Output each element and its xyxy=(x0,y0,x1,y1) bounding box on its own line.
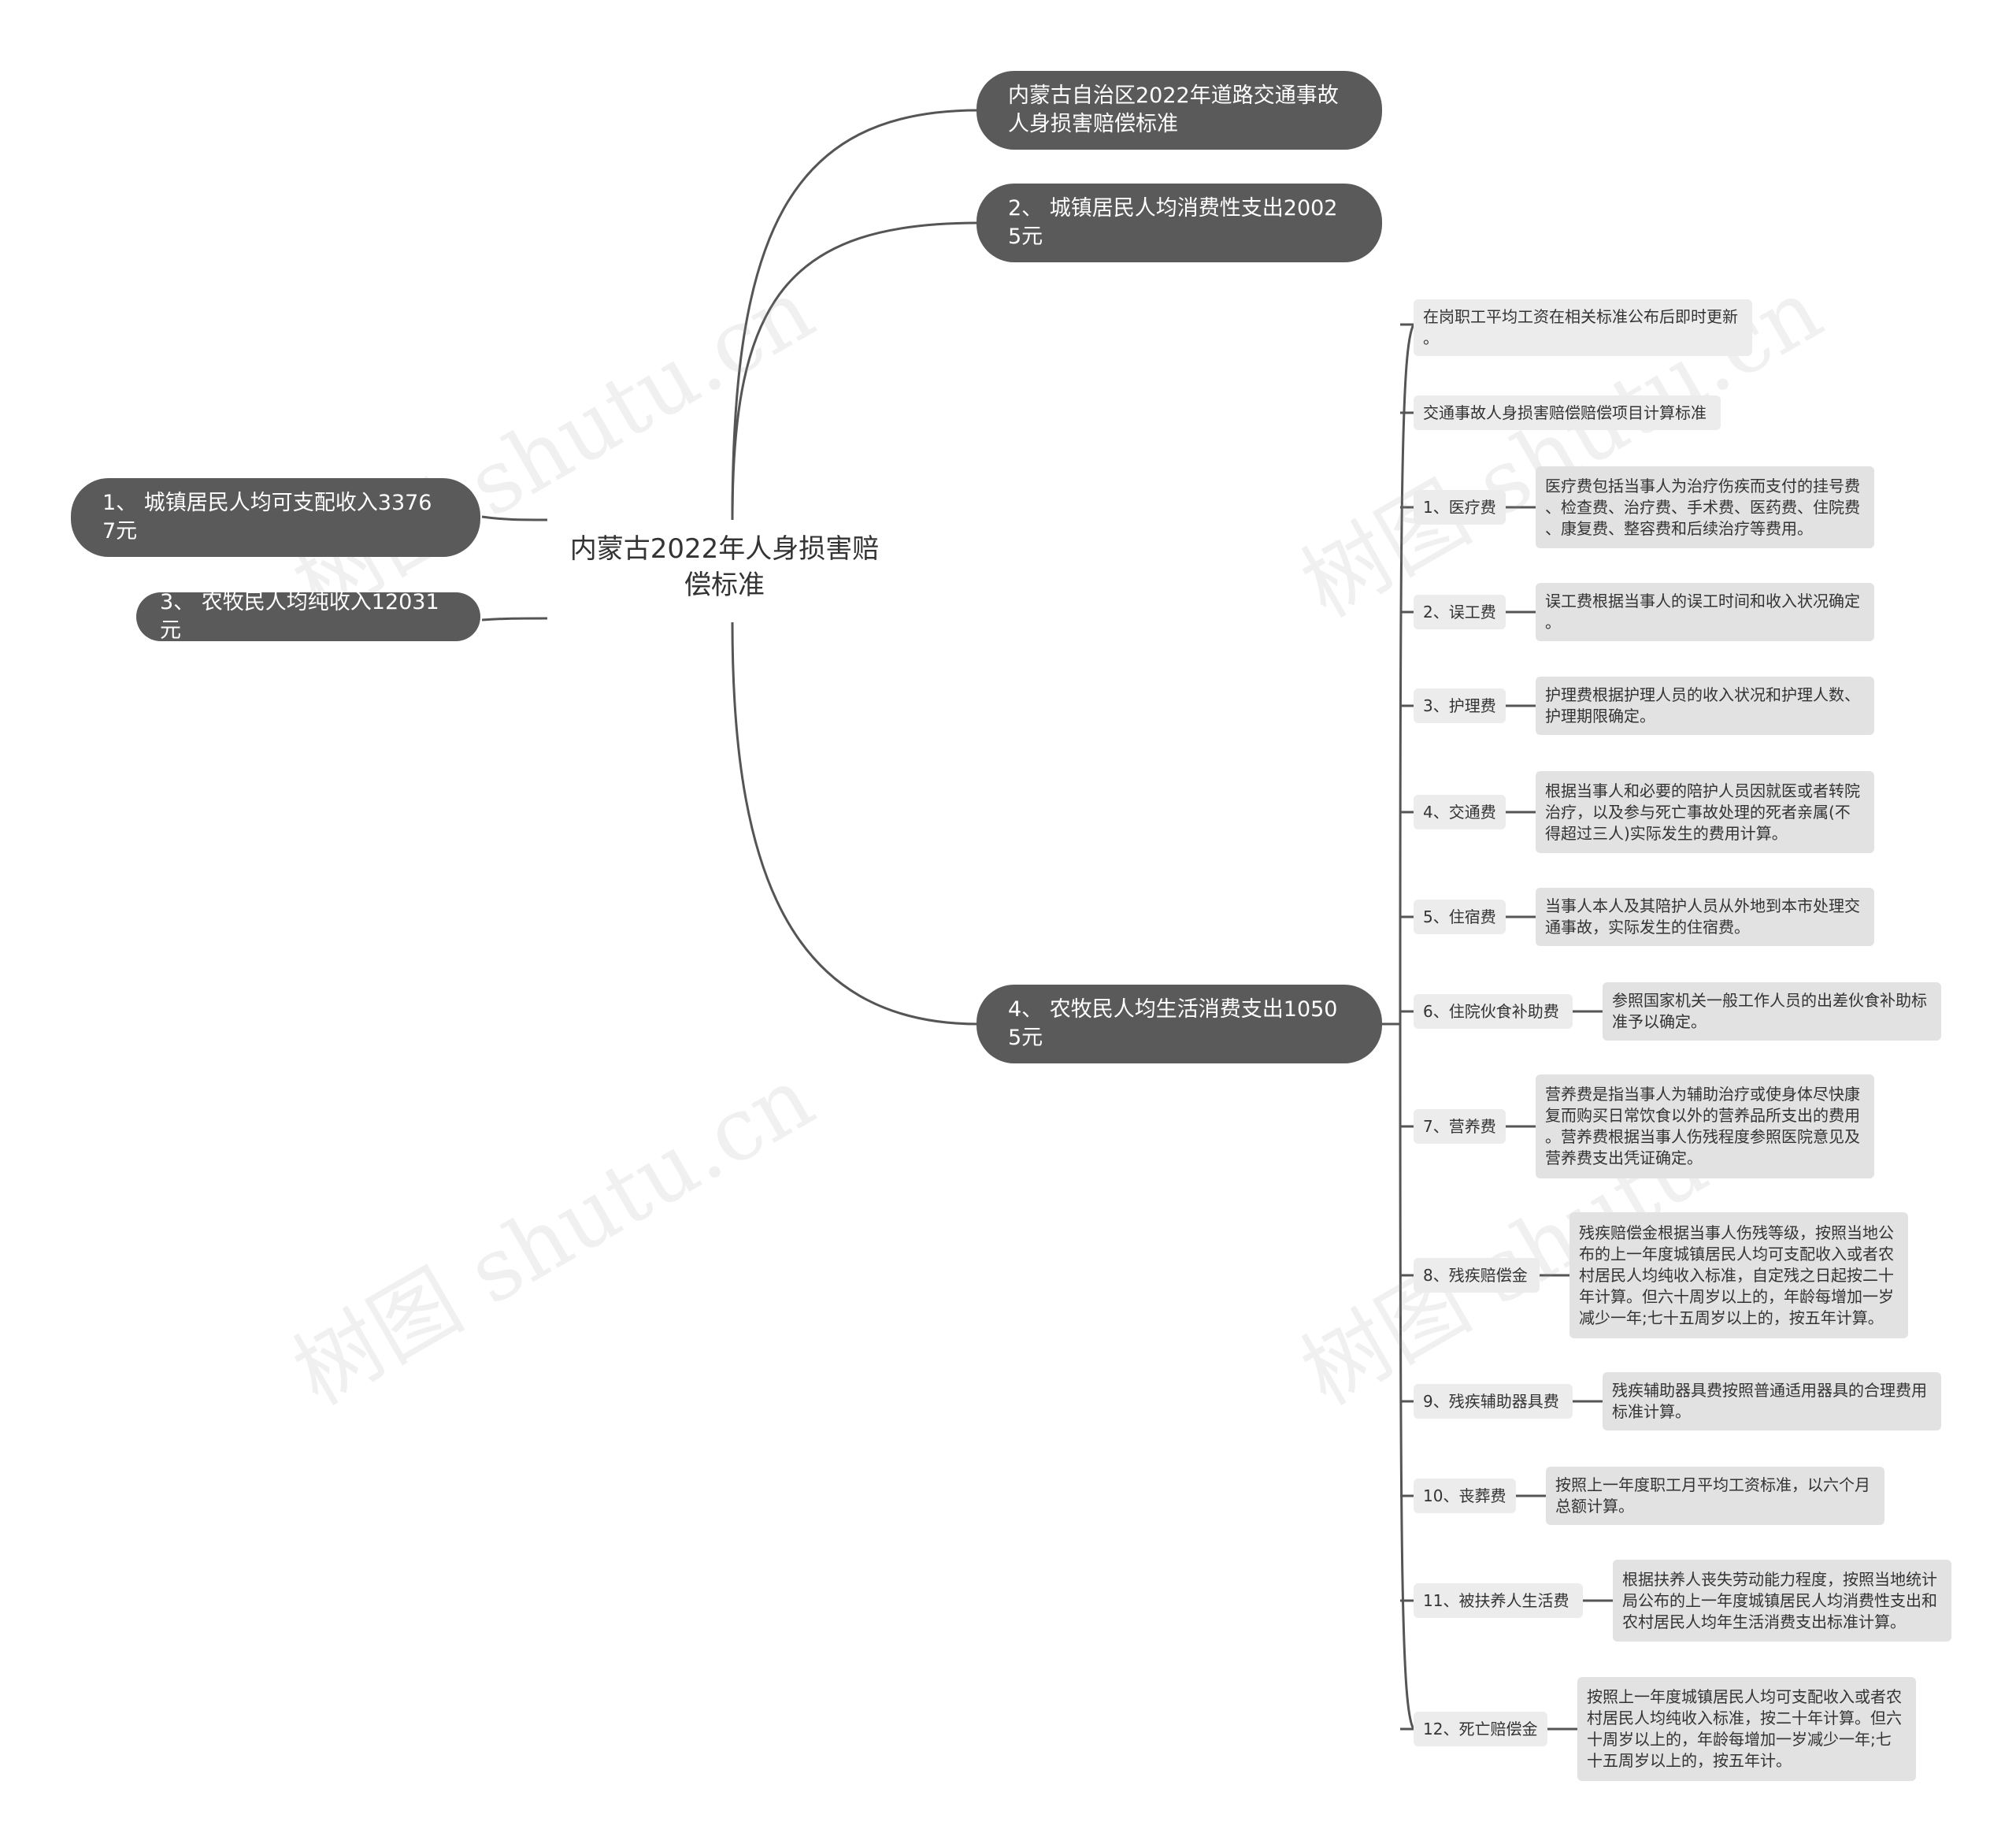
branch-node-rural-income[interactable]: 3、 农牧民人均纯收入12031元 xyxy=(136,590,480,643)
note-label: 在岗职工平均工资在相关标准公布后即时更新 。 xyxy=(1423,307,1738,347)
note-salary-update[interactable]: 在岗职工平均工资在相关标准公布后即时更新 。 xyxy=(1414,299,1752,356)
item-desc-transport: 根据当事人和必要的陪护人员因就医或者转院 治疗，以及参与死亡事故处理的死者亲属(… xyxy=(1536,771,1874,853)
item-label-text: 6、住院伙食补助费 xyxy=(1423,1001,1559,1021)
item-label-text: 7、营养费 xyxy=(1423,1116,1496,1136)
branch-node-urban-consumption[interactable]: 2、 城镇居民人均消费性支出2002 5元 xyxy=(976,184,1382,262)
branch-node-urban-income[interactable]: 1、 城镇居民人均可支配收入3376 7元 xyxy=(71,478,480,557)
item-label-funeral[interactable]: 10、丧葬费 xyxy=(1414,1479,1516,1513)
item-label-lodging[interactable]: 5、住宿费 xyxy=(1414,900,1506,934)
item-label-text: 3、护理费 xyxy=(1423,696,1496,715)
item-desc-lodging: 当事人本人及其陪护人员从外地到本市处理交 通事故，实际发生的住宿费。 xyxy=(1536,888,1874,946)
item-desc-nutrition: 营养费是指当事人为辅助治疗或使身体尽快康 复而购买日常饮食以外的营养品所支出的费… xyxy=(1536,1074,1874,1178)
central-topic-label: 内蒙古2022年人身损害赔 偿标准 xyxy=(569,533,880,601)
item-desc-text: 根据当事人和必要的陪护人员因就医或者转院 治疗，以及参与死亡事故处理的死者亲属(… xyxy=(1545,781,1860,843)
item-desc-nursing: 护理费根据护理人员的收入状况和护理人数、 护理期限确定。 xyxy=(1536,677,1874,735)
item-desc-text: 根据扶养人丧失劳动能力程度，按照当地统计 局公布的上一年度城镇居民人均消费性支出… xyxy=(1622,1569,1937,1631)
branch-node-label: 1、 城镇居民人均可支配收入3376 7元 xyxy=(102,491,432,544)
item-desc-disability-compensation: 残疾赔偿金根据当事人伤残等级，按照当地公 布的上一年度城镇居民人均可支配收入或者… xyxy=(1569,1212,1908,1338)
item-label-transport[interactable]: 4、交通费 xyxy=(1414,795,1506,829)
item-desc-text: 残疾赔偿金根据当事人伤残等级，按照当地公 布的上一年度城镇居民人均可支配收入或者… xyxy=(1579,1223,1894,1327)
item-desc-text: 营养费是指当事人为辅助治疗或使身体尽快康 复而购买日常饮食以外的营养品所支出的费… xyxy=(1545,1085,1860,1167)
item-desc-dependent-living: 根据扶养人丧失劳动能力程度，按照当地统计 局公布的上一年度城镇居民人均消费性支出… xyxy=(1613,1560,1951,1642)
item-label-text: 11、被扶养人生活费 xyxy=(1423,1590,1569,1610)
item-label-medical[interactable]: 1、医疗费 xyxy=(1414,490,1506,525)
item-label-text: 1、医疗费 xyxy=(1423,497,1496,517)
branch-node-label: 3、 农牧民人均纯收入12031元 xyxy=(160,590,439,643)
item-desc-assistive-devices: 残疾辅助器具费按照普通适用器具的合理费用 标准计算。 xyxy=(1603,1372,1941,1430)
item-desc-text: 按照上一年度职工月平均工资标准，以六个月 总额计算。 xyxy=(1555,1475,1870,1516)
item-desc-text: 残疾辅助器具费按照普通适用器具的合理费用 标准计算。 xyxy=(1612,1381,1927,1421)
item-desc-text: 医疗费包括当事人为治疗伤疾而支付的挂号费 、检查费、治疗费、手术费、医药费、住院… xyxy=(1545,476,1860,538)
central-topic[interactable]: 内蒙古2022年人身损害赔 偿标准 xyxy=(543,516,906,618)
item-desc-funeral: 按照上一年度职工月平均工资标准，以六个月 总额计算。 xyxy=(1546,1467,1884,1525)
item-label-text: 9、残疾辅助器具费 xyxy=(1423,1391,1559,1411)
item-label-text: 5、住宿费 xyxy=(1423,907,1496,926)
branch-node-label: 4、 农牧民人均生活消费支出1050 5元 xyxy=(1008,997,1338,1050)
item-label-death-compensation[interactable]: 12、死亡赔偿金 xyxy=(1414,1712,1547,1746)
item-desc-text: 护理费根据护理人员的收入状况和护理人数、 护理期限确定。 xyxy=(1545,685,1860,725)
item-desc-text: 误工费根据当事人的误工时间和收入状况确定 。 xyxy=(1545,592,1860,632)
item-desc-medical: 医疗费包括当事人为治疗伤疾而支付的挂号费 、检查费、治疗费、手术费、医药费、住院… xyxy=(1536,466,1874,548)
note-label: 交通事故人身损害赔偿赔偿项目计算标准 xyxy=(1423,403,1707,422)
item-desc-text: 参照国家机关一般工作人员的出差伙食补助标 准予以确定。 xyxy=(1612,991,1927,1031)
item-label-nutrition[interactable]: 7、营养费 xyxy=(1414,1109,1506,1144)
item-desc-text: 按照上一年度城镇居民人均可支配收入或者农 村居民人均纯收入标准，按二十年计算。但… xyxy=(1587,1687,1902,1770)
item-label-assistive-devices[interactable]: 9、残疾辅助器具费 xyxy=(1414,1384,1573,1419)
item-desc-death-compensation: 按照上一年度城镇居民人均可支配收入或者农 村居民人均纯收入标准，按二十年计算。但… xyxy=(1577,1677,1916,1781)
item-label-dependent-living[interactable]: 11、被扶养人生活费 xyxy=(1414,1583,1583,1618)
item-label-hospital-meals[interactable]: 6、住院伙食补助费 xyxy=(1414,994,1573,1029)
item-label-text: 8、残疾赔偿金 xyxy=(1423,1265,1528,1285)
branch-node-region-standard[interactable]: 内蒙古自治区2022年道路交通事故 人身损害赔偿标准 xyxy=(976,71,1382,150)
item-label-nursing[interactable]: 3、护理费 xyxy=(1414,688,1506,723)
item-label-text: 12、死亡赔偿金 xyxy=(1423,1719,1538,1738)
branch-node-rural-consumption[interactable]: 4、 农牧民人均生活消费支出1050 5元 xyxy=(976,985,1382,1063)
item-desc-hospital-meals: 参照国家机关一般工作人员的出差伙食补助标 准予以确定。 xyxy=(1603,982,1941,1041)
item-desc-lost-wages: 误工费根据当事人的误工时间和收入状况确定 。 xyxy=(1536,583,1874,641)
item-label-disability-compensation[interactable]: 8、残疾赔偿金 xyxy=(1414,1258,1540,1293)
branch-node-label: 内蒙古自治区2022年道路交通事故 人身损害赔偿标准 xyxy=(1008,83,1339,136)
branch-node-label: 2、 城镇居民人均消费性支出2002 5元 xyxy=(1008,196,1338,249)
item-label-text: 2、误工费 xyxy=(1423,602,1496,622)
item-desc-text: 当事人本人及其陪护人员从外地到本市处理交 通事故，实际发生的住宿费。 xyxy=(1545,896,1860,937)
item-label-lost-wages[interactable]: 2、误工费 xyxy=(1414,595,1506,629)
item-label-text: 4、交通费 xyxy=(1423,802,1496,822)
item-label-text: 10、丧葬费 xyxy=(1423,1486,1506,1505)
note-items-standard[interactable]: 交通事故人身损害赔偿赔偿项目计算标准 xyxy=(1414,395,1721,430)
